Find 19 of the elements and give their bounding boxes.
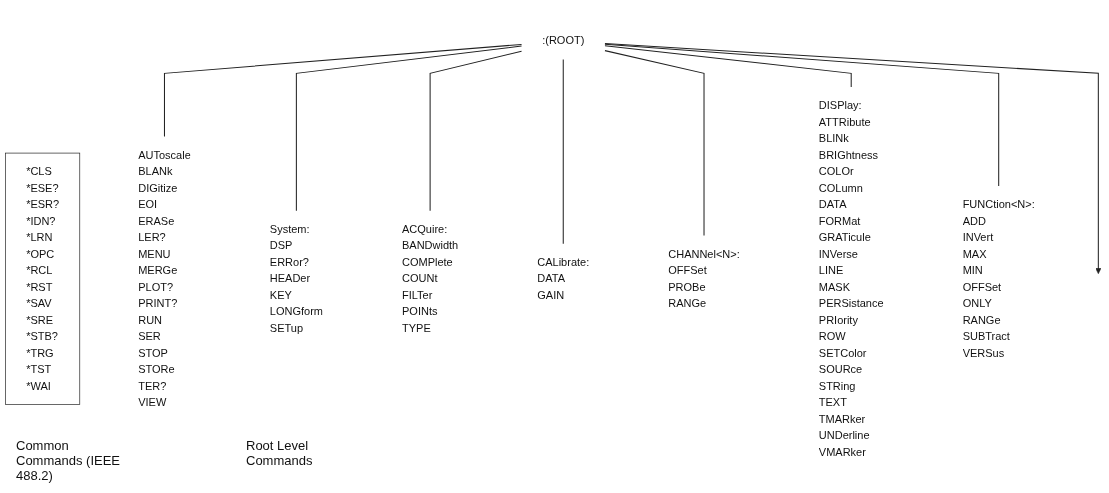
node-text: AUToscale BLANk DIGitize EOI ERASe LER? MENU MERGe PLOT? PRINT? RUN SER STOP STORe TER? VIEW	[138, 148, 191, 409]
connector-line	[604, 43, 1102, 274]
node-text: FUNCtion<N>: ADD INVert MAX MIN OFFSet ONLY RANGe SUBTract VERSus	[962, 198, 1035, 359]
group-caption: Common Commands (IEEE 488.2)	[16, 438, 122, 483]
connector-line	[604, 45, 852, 88]
node-text: ACQuire: BANDwidth COMPlete COUNt FILTer POINts TYPE	[402, 223, 459, 334]
connector-line	[604, 43, 1000, 187]
node-text: System: DSP ERRor? HEADer KEY LONGform SETup	[269, 223, 323, 334]
node-text: CALibrate: DATA GAIN	[537, 256, 590, 301]
connector-line	[604, 50, 705, 236]
node-box: *CLS *ESE? *ESR? *IDN? *LRN *OPC *RCL *RST *SAV *SRE *STB? *TRG *TST *WAI	[5, 152, 81, 405]
node-text: :(ROOT)	[542, 34, 585, 47]
connector-line	[429, 50, 523, 212]
node-text: DISPlay: ATTRibute BLINk BRIGhtness COLOr COLumn DATA FORMat GRATicule INVerse LINE MASK PERSistance PRIority ROW SETColor SOURce STRing TEXT TMARker UNDerline VMARker	[818, 99, 884, 458]
connector-line	[163, 43, 523, 138]
group-caption: Root Level Commands	[246, 438, 314, 470]
connector-line	[562, 59, 564, 245]
node-text: CHANNel<N>: OFFSet PROBe RANGe	[668, 247, 740, 310]
connector-line	[295, 45, 523, 212]
